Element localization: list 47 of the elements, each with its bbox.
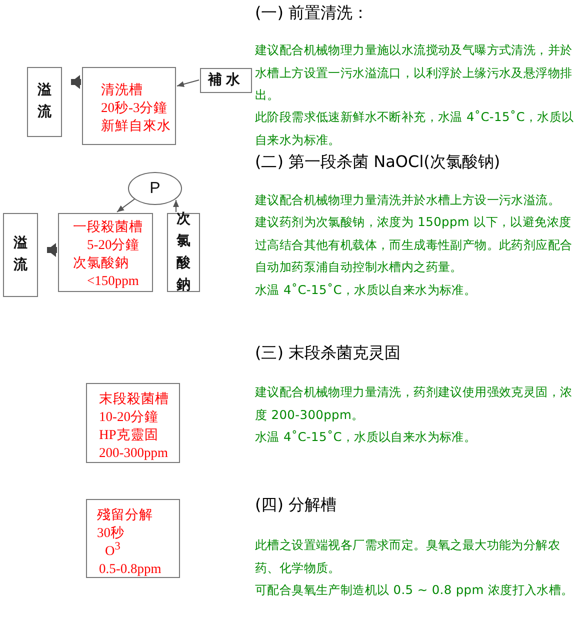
- paragraph: 建议配合机械物理力量清洗，药剂建议使用强效克灵固，浓度 200-300ppm。: [255, 384, 574, 424]
- overflow-box: [3, 213, 38, 297]
- box-label: 溢流: [13, 234, 28, 275]
- box-label: 次氯酸鈉: [176, 210, 191, 294]
- arrow: [176, 80, 200, 88]
- tank-label: 0.5-0.8ppm: [99, 560, 162, 578]
- tank-box: [82, 67, 176, 145]
- tank-box: [86, 383, 180, 463]
- section-heading: (一) 前置清洗：: [255, 3, 369, 24]
- arrow: [173, 200, 179, 212]
- section-heading: (四) 分解槽: [255, 495, 337, 516]
- paragraph: 此阶段需求低速新鲜水不断补充，水温 4˚C-15˚C，水质以自来水为标准。: [255, 109, 575, 148]
- tank-label: 一段殺菌槽: [73, 218, 143, 236]
- section-heading: (二) 第一段杀菌 NaOCl(次氯酸钠): [255, 152, 500, 173]
- paragraph: 可配合臭氧生产制造机以 0.5 ~ 0.8 ppm 浓度打入水槽。: [255, 582, 574, 599]
- tank-label: 30秒: [97, 524, 124, 542]
- supply-box: [200, 68, 252, 93]
- paragraph: 此槽之设置端视各厂需求而定。臭氧之最大功能为分解农药、化学物质。: [255, 537, 561, 576]
- tank-label: 清洗槽: [101, 81, 143, 99]
- tank-label: 5-20分鐘: [87, 236, 140, 254]
- arrow: [47, 243, 57, 257]
- paragraph: 建议配合机械物理力量清洗并於水槽上方设一污水溢流。: [255, 192, 561, 209]
- box-label: 補水: [208, 71, 244, 90]
- tank-label: 新鮮自來水: [101, 117, 171, 135]
- tank-label: 10-20分鐘: [99, 408, 158, 426]
- box-label: 溢流: [37, 82, 52, 122]
- paragraph: 水温 4˚C-15˚C，水质以自来水为标准。: [255, 429, 478, 446]
- overflow-box: [27, 67, 62, 137]
- tank-box: [86, 499, 180, 578]
- box-label: P: [150, 178, 160, 198]
- pump-ellipse: [128, 172, 182, 205]
- tank-box: [58, 213, 153, 292]
- tank-label: HP克靈固: [99, 426, 158, 444]
- tank-label: O$^{3}$: [105, 542, 120, 560]
- paragraph: 水温 4˚C-15˚C，水质以自来水为标准。: [255, 282, 478, 299]
- arrow: [116, 198, 136, 212]
- arrow: [71, 75, 81, 89]
- paragraph: 建议配合机械物理力量施以水流搅动及气曝方式清洗，并於水槽上方设置一污水溢流口，以利浮於上缘污水及悬浮物排出。: [255, 42, 574, 104]
- tank-label: 200-300ppm: [99, 444, 168, 462]
- chemical-box: [167, 213, 200, 292]
- tank-label: 次氯酸鈉: [73, 254, 129, 272]
- tank-label: 20秒-3分鐘: [101, 99, 168, 117]
- paragraph: 建议药剂为次氯酸钠，浓度为 150ppm 以下，以避免浓度过高结合其他有机载体，而生成毒性副产物。此药剂应配合自动加药泵浦自动控制水槽内之药量。: [255, 214, 574, 276]
- tank-label: 殘留分解: [97, 506, 153, 524]
- tank-label: 末段殺菌槽: [99, 390, 169, 408]
- section-heading: (三) 末段杀菌克灵固: [255, 343, 401, 364]
- tank-label: <150ppm: [87, 272, 139, 290]
